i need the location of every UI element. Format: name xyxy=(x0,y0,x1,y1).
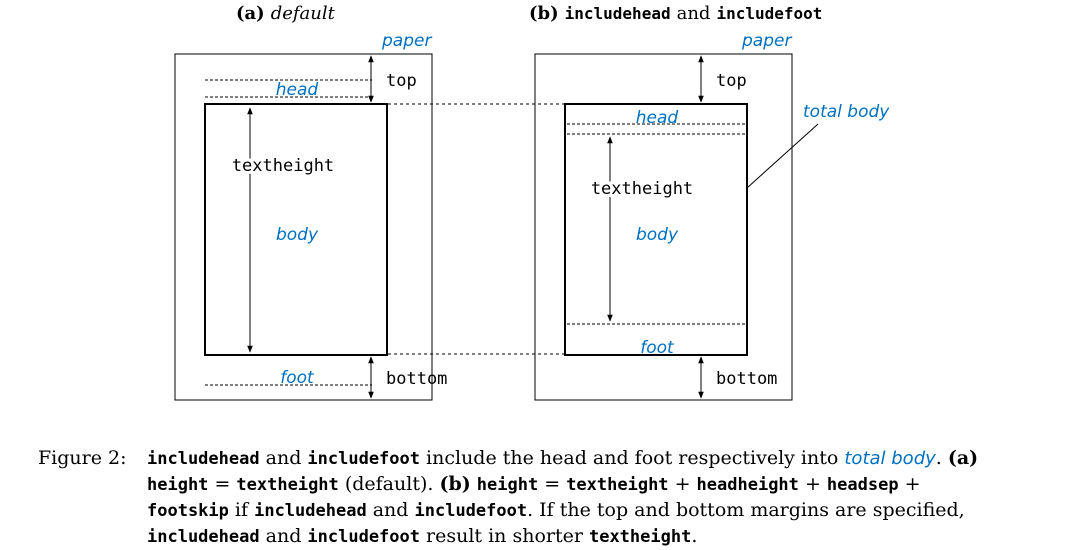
caption-text: + xyxy=(798,473,827,495)
panel-b-total-body-label: total body xyxy=(803,102,890,122)
panel-a-foot-label: foot xyxy=(280,368,315,388)
panel-b-textheight-label: textheight xyxy=(591,179,693,199)
panel-a-label: (a) xyxy=(236,3,265,24)
panel-a-head-label: head xyxy=(276,80,319,100)
caption-text: and xyxy=(366,499,415,521)
caption-code: height xyxy=(476,475,539,495)
panel-a: (a)default paper head top textheight tex… xyxy=(174,3,447,401)
caption-text: + xyxy=(898,473,921,495)
caption-text: + xyxy=(668,473,697,495)
caption-label: Figure 2: xyxy=(38,447,127,469)
panel-b-foot-label: foot xyxy=(640,338,675,358)
panel-b-total-body-pointer xyxy=(746,123,819,189)
panel-a-bottom-label: bottom xyxy=(386,369,447,389)
caption-code: includehead xyxy=(147,449,260,469)
caption-code: includehead xyxy=(254,501,367,521)
panel-a-title: (a) default xyxy=(236,3,336,24)
panel-a-body-label: body xyxy=(276,225,319,245)
panel-b-title: (b) includehead and includefoot xyxy=(529,3,822,24)
panel-b-head-label: head xyxy=(636,108,679,128)
panel-b-total-body-rect xyxy=(564,103,748,356)
caption-code: headheight xyxy=(696,475,799,495)
panel-a-top-label: top xyxy=(386,71,417,91)
caption-code: textheight xyxy=(588,527,692,547)
caption-text: if xyxy=(228,499,255,521)
caption-code: textheight xyxy=(566,475,669,495)
caption-text: (default). xyxy=(338,473,440,495)
panel-b-bottom-label: bottom xyxy=(716,369,777,389)
caption-body: includehead and includefoot include the … xyxy=(147,446,1038,550)
panel-a-paper-label: paper xyxy=(381,31,432,51)
caption-text: = xyxy=(538,473,567,495)
caption-code: includefoot xyxy=(414,501,528,521)
layout-diagram: (a) default paper head top textheight tex… xyxy=(174,3,890,401)
panel-a-textheight-halo: textheight xyxy=(232,156,334,176)
panel-b-paper-label: paper xyxy=(741,31,792,51)
panel-a-title-text: default xyxy=(271,3,336,24)
panel-a-paper-rect xyxy=(174,53,433,401)
caption-code: textheight xyxy=(236,475,339,495)
caption-text: and xyxy=(259,447,308,469)
caption-code: includefoot xyxy=(307,449,420,469)
caption-text: and xyxy=(259,525,308,547)
panel-b-label: (b) xyxy=(529,3,559,24)
panel-b-title-and: and xyxy=(677,3,711,24)
caption-text: result in shorter xyxy=(420,525,589,547)
caption-text: = xyxy=(208,473,237,495)
caption-panel-ref: (a) xyxy=(947,447,979,469)
panel-a-textheight-label: textheight xyxy=(232,156,334,176)
caption-code: height xyxy=(147,475,209,495)
caption-code: footskip xyxy=(147,501,229,521)
panel-b-paper-rect xyxy=(534,53,793,401)
caption-text: . xyxy=(935,447,948,469)
panel-b-top-label: top xyxy=(716,71,747,91)
caption-total-body: total body xyxy=(844,448,936,469)
figure-caption: Figure 2: includehead and includefoot in… xyxy=(38,446,1038,550)
panel-b-body-label: body xyxy=(636,225,679,245)
panel-b-title-code-1: includehead xyxy=(565,4,671,23)
panel-b-title-code-2: includefoot xyxy=(716,4,822,23)
caption-text: . xyxy=(691,525,698,547)
caption-panel-ref: (b) xyxy=(439,473,471,495)
panel-b-textheight-halo: textheight xyxy=(591,179,693,199)
caption-code: headsep xyxy=(826,475,899,495)
caption-code: includehead xyxy=(147,527,260,547)
caption-text: . If the top and bottom margins are spec… xyxy=(527,499,965,521)
panel-b: (b) includehead and includefoot paper top h… xyxy=(529,3,890,401)
panel-a-body-rect xyxy=(204,103,388,356)
caption-code: includefoot xyxy=(307,527,420,547)
caption-text: include the head and foot respectively i… xyxy=(420,447,845,469)
